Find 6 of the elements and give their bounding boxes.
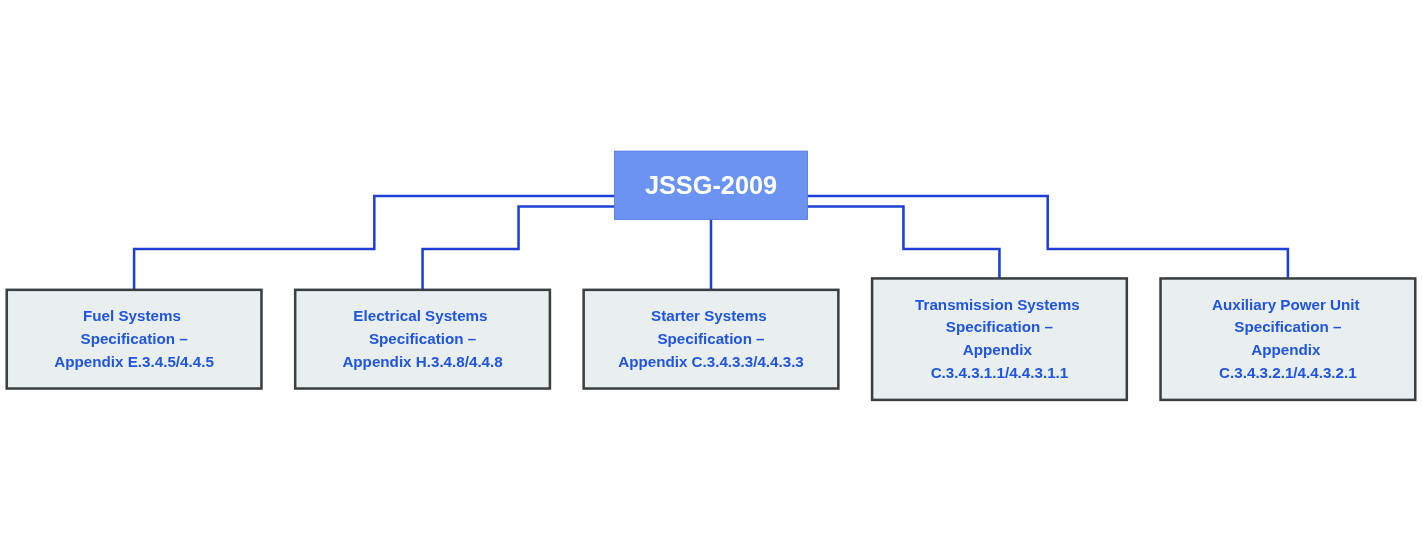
node-box: Electrical Systems Specification – Appendix H.3.4.8/4.4.8 [293, 288, 552, 390]
node-box: Fuel Systems Specification – Appendix E.3.4.5/4.4.5 [5, 288, 263, 390]
node-box: Transmission Systems Specification – Appendix C.3.4.3.1.1/4.4.3.1.1 [870, 277, 1129, 402]
node-box: Auxiliary Power Unit Specification – Appendix C.3.4.3.2.1/4.4.3.2.1 [1159, 277, 1417, 402]
node-box: Starter Systems Specification – Appendix C.3.4.3.3/4.4.3.3 [582, 288, 840, 390]
node-box: JSSG-2009 [614, 150, 808, 220]
